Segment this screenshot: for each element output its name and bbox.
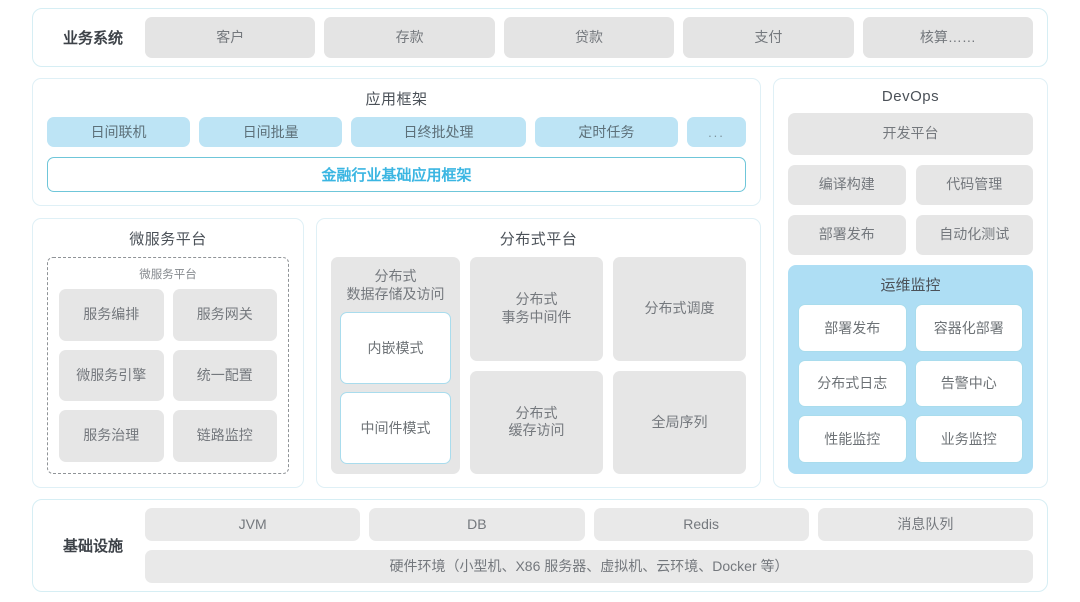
microservice-platform-panel: 微服务平台 微服务平台 服务编排 服务网关 微服务引擎 统一配置 服务治理 链路… [32, 218, 304, 488]
ops-monitor-title: 运维监控 [880, 277, 941, 294]
app-framework-chips: 日间联机 日间批量 日终批处理 定时任务 ... [47, 117, 746, 147]
devops-panel: DevOps 开发平台 编译构建 代码管理 部署发布 自动化测试 运维监控 部署… [773, 78, 1048, 488]
distributed-card-line1: 分布式调度 [644, 300, 715, 316]
distributed-platform-panel: 分布式平台 分布式 数据存储及访问 内嵌模式 中间件模式 [316, 218, 761, 488]
microservice-card[interactable]: 服务网关 [172, 289, 277, 341]
distributed-storage-heading-line2: 数据存储及访问 [346, 286, 445, 303]
finance-base-framework-bar[interactable]: 金融行业基础应用框架 [47, 157, 746, 192]
business-system-card[interactable]: 贷款 [503, 17, 675, 58]
microservice-inner-title: 微服务平台 [139, 269, 197, 281]
infrastructure-items: JVM DB Redis 消息队列 [145, 508, 1033, 541]
ops-monitor-card[interactable]: 部署发布 [798, 304, 907, 352]
ops-monitor-panel: 运维监控 部署发布 容器化部署 分布式日志 告警中心 性能监控 业务监控 [788, 265, 1033, 474]
business-system-card[interactable]: 客户 [145, 17, 316, 58]
hardware-row: 硬件环境（小型机、X86 服务器、虚拟机、云环境、Docker 等） [145, 550, 1033, 583]
devops-items: 编译构建 代码管理 部署发布 自动化测试 [788, 165, 1033, 255]
infrastructure-card[interactable]: Redis [593, 508, 809, 541]
microservice-dashed-group: 微服务平台 服务编排 服务网关 微服务引擎 统一配置 服务治理 链路监控 [47, 257, 289, 474]
app-framework-panel: 应用框架 日间联机 日间批量 日终批处理 定时任务 ... 金融行业基础应用框架 [32, 78, 761, 206]
ops-monitor-card[interactable]: 分布式日志 [798, 359, 907, 408]
app-framework-more-chip[interactable]: ... [686, 117, 746, 147]
app-framework-title: 应用框架 [365, 91, 428, 108]
distributed-card-line2: 缓存访问 [508, 422, 565, 439]
business-systems-label: 业务系统 [62, 30, 123, 47]
devops-title: DevOps [881, 88, 940, 105]
app-framework-chip[interactable]: 定时任务 [534, 117, 678, 147]
distributed-card-line1: 分布式 [515, 291, 558, 308]
distributed-platform-title: 分布式平台 [499, 231, 578, 248]
ops-monitor-card[interactable]: 告警中心 [914, 359, 1023, 408]
devops-card[interactable]: 自动化测试 [915, 215, 1033, 255]
business-systems-items: 客户 存款 贷款 支付 核算…… [145, 17, 1034, 58]
business-system-card[interactable]: 核算…… [862, 17, 1034, 58]
distributed-cards-grid: 分布式 事务中间件 分布式调度 分布 [470, 257, 746, 474]
business-system-card[interactable]: 支付 [683, 17, 854, 58]
microservice-items: 服务编排 服务网关 微服务引擎 统一配置 服务治理 链路监控 [59, 289, 277, 462]
storage-mode-card[interactable]: 内嵌模式 [340, 312, 451, 385]
ops-monitor-card[interactable]: 业务监控 [914, 415, 1023, 463]
distributed-platform-body: 分布式 数据存储及访问 内嵌模式 中间件模式 分布式 事务中间件 [331, 257, 746, 474]
storage-mode-card[interactable]: 中间件模式 [340, 392, 451, 464]
devops-card[interactable]: 编译构建 [788, 165, 906, 205]
distributed-storage-heading: 分布式 数据存储及访问 [340, 267, 451, 312]
distributed-storage-card[interactable]: 分布式 数据存储及访问 内嵌模式 中间件模式 [331, 257, 460, 474]
hardware-environment-card[interactable]: 硬件环境（小型机、X86 服务器、虚拟机、云环境、Docker 等） [145, 550, 1033, 583]
microservice-card[interactable]: 服务编排 [59, 289, 164, 341]
platform-middle-region: 应用框架 日间联机 日间批量 日终批处理 定时任务 ... 金融行业基础应用框架… [32, 78, 1048, 488]
devops-card[interactable]: 部署发布 [788, 215, 906, 255]
ops-monitor-card[interactable]: 性能监控 [798, 415, 907, 463]
distributed-card-line1: 全局序列 [651, 413, 708, 430]
infrastructure-card[interactable]: JVM [145, 508, 361, 541]
microservice-platform-title: 微服务平台 [129, 231, 207, 248]
devops-column: DevOps 开发平台 编译构建 代码管理 部署发布 自动化测试 运维监控 部署… [773, 78, 1048, 488]
distributed-card-line2: 事务中间件 [501, 308, 572, 325]
distributed-storage-heading-line1: 分布式 [374, 268, 417, 284]
distributed-card-line1: 分布式 [515, 404, 558, 421]
business-system-card[interactable]: 存款 [324, 17, 495, 58]
distributed-card[interactable]: 全局序列 [613, 370, 746, 474]
infrastructure-card[interactable]: DB [369, 508, 585, 541]
business-systems-section: 业务系统 客户 存款 贷款 支付 核算…… [32, 8, 1048, 67]
infrastructure-card[interactable]: 消息队列 [817, 508, 1033, 541]
microservice-card[interactable]: 链路监控 [172, 410, 277, 462]
distributed-card[interactable]: 分布式 事务中间件 [470, 257, 603, 361]
ops-monitor-card[interactable]: 容器化部署 [914, 304, 1023, 352]
distributed-card[interactable]: 分布式调度 [613, 257, 746, 361]
microservice-card[interactable]: 统一配置 [172, 349, 277, 402]
infrastructure-section: 基础设施 JVM DB Redis 消息队列 硬件环境（小型机、X86 服务器、… [32, 499, 1048, 592]
app-framework-chip[interactable]: 日终批处理 [351, 117, 526, 147]
app-framework-chip[interactable]: 日间联机 [47, 117, 191, 147]
distributed-card[interactable]: 分布式 缓存访问 [470, 370, 603, 474]
infrastructure-label: 基础设施 [62, 538, 123, 555]
devops-card[interactable]: 代码管理 [915, 165, 1033, 205]
infrastructure-content: JVM DB Redis 消息队列 硬件环境（小型机、X86 服务器、虚拟机、云… [145, 508, 1033, 583]
platform-left-column: 应用框架 日间联机 日间批量 日终批处理 定时任务 ... 金融行业基础应用框架… [32, 78, 761, 488]
devops-dev-platform-card[interactable]: 开发平台 [788, 113, 1033, 155]
platform-lower-row: 微服务平台 微服务平台 服务编排 服务网关 微服务引擎 统一配置 服务治理 链路… [32, 218, 761, 488]
microservice-card[interactable]: 微服务引擎 [59, 349, 164, 402]
ops-monitor-items: 部署发布 容器化部署 分布式日志 告警中心 性能监控 业务监控 [798, 304, 1023, 463]
app-framework-chip[interactable]: 日间批量 [199, 117, 343, 147]
microservice-card[interactable]: 服务治理 [59, 410, 164, 462]
